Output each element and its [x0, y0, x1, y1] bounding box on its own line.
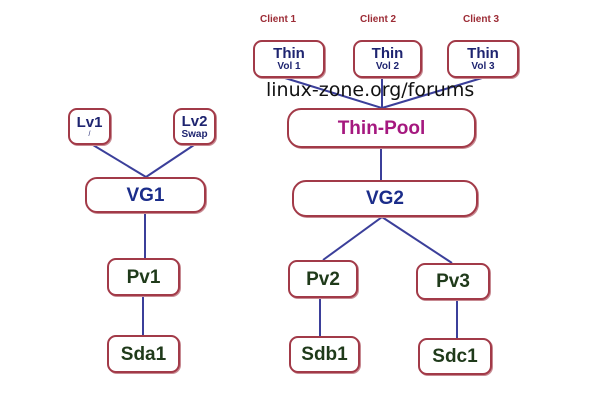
connector-lv2-vg1 [145, 144, 195, 178]
connector-thin1-pool [284, 77, 383, 109]
sdb1-node: Sdb1 [289, 336, 360, 373]
connector-vg2-pv3 [381, 216, 453, 264]
connector-thin3-pool [381, 77, 483, 109]
sdb1-label: Sdb1 [301, 344, 348, 365]
pv3-node: Pv3 [416, 263, 490, 300]
lv1-node: Lv1 / [68, 108, 111, 145]
sdc1-node: Sdc1 [418, 338, 492, 375]
client-label-1: Client 1 [260, 14, 297, 25]
pv1-label: Pv1 [126, 266, 161, 288]
watermark-text: linux-zone.org/forums [266, 79, 475, 101]
client-label-2: Client 2 [360, 14, 397, 25]
lv2-label: Lv2 [181, 112, 208, 130]
vg1-node: VG1 [85, 177, 206, 213]
thin-vol-2-node: Thin Vol 2 [353, 40, 422, 78]
thin-vol-2-label: Thin [371, 45, 404, 62]
pv2-label: Pv2 [306, 268, 340, 290]
lv2-sub: Swap [181, 128, 208, 140]
pv1-node: Pv1 [107, 258, 180, 296]
thin-vol-3-node: Thin Vol 3 [447, 40, 519, 78]
sda1-node: Sda1 [107, 335, 180, 373]
lv2-node: Lv2 Swap [173, 108, 216, 145]
client-label-3: Client 3 [463, 14, 500, 25]
thin-vol-1-sub: Vol 1 [277, 61, 301, 72]
connector-vg2-pv2 [322, 216, 383, 261]
sdc1-label: Sdc1 [432, 346, 478, 367]
vg2-label: VG2 [365, 188, 405, 209]
sda1-label: Sda1 [120, 343, 167, 365]
thin-vol-1-node: Thin Vol 1 [253, 40, 325, 78]
connector-lv1-vg1 [92, 144, 147, 178]
pv3-label: Pv3 [436, 271, 470, 292]
thin-vol-1-label: Thin [273, 45, 305, 62]
pv2-node: Pv2 [288, 260, 358, 298]
thin-vol-2-sub: Vol 2 [375, 61, 400, 72]
lv1-label: Lv1 [76, 114, 103, 131]
thin-pool-node: Thin-Pool [287, 108, 476, 148]
lv1-mount: / [88, 131, 91, 138]
thin-vol-3-sub: Vol 3 [471, 61, 495, 72]
thin-pool-label: Thin-Pool [337, 117, 426, 139]
thin-vol-3-label: Thin [467, 45, 499, 62]
vg2-node: VG2 [292, 180, 478, 217]
vg1-label: VG1 [126, 184, 165, 206]
